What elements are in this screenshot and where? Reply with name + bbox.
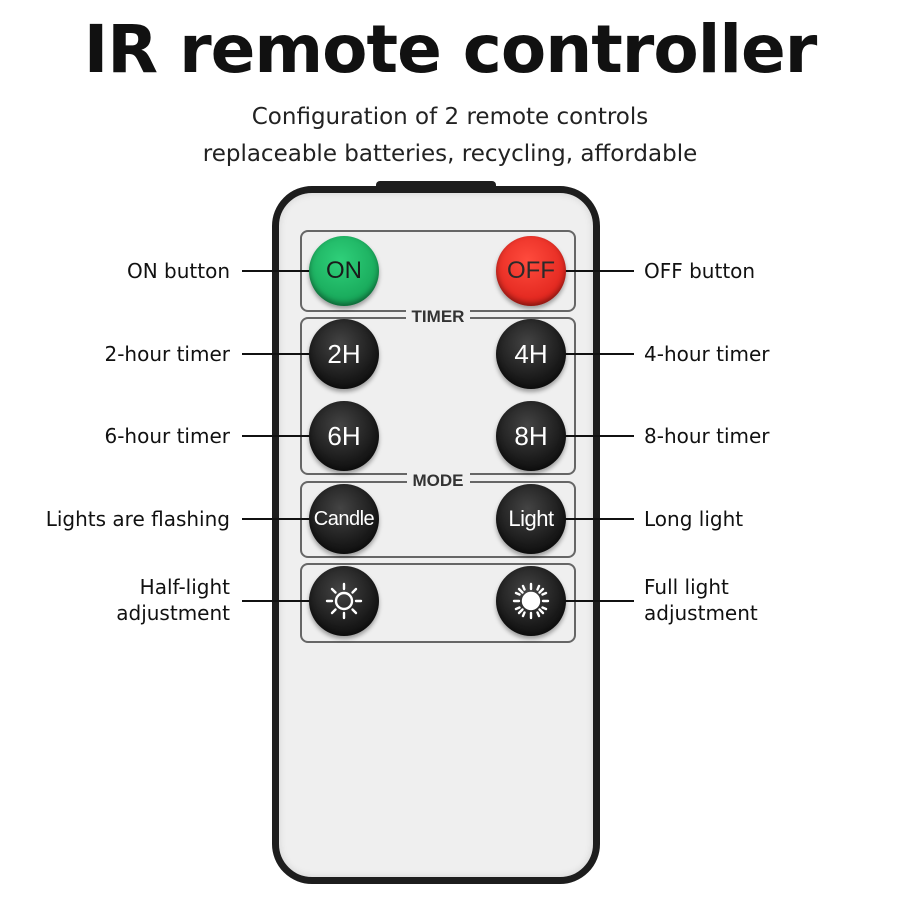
candle-mode-button[interactable]: Candle bbox=[309, 484, 379, 554]
timer-6h-label: 6H bbox=[327, 420, 361, 451]
full-light-button[interactable] bbox=[496, 566, 566, 636]
leader-8h bbox=[548, 435, 634, 437]
label-6h-timer: 6-hour timer bbox=[104, 424, 230, 448]
page-title: IR remote controller bbox=[83, 11, 818, 88]
label-full-light-line2: adjustment bbox=[644, 601, 758, 625]
remote-top-notch bbox=[376, 181, 496, 189]
label-half-light: Half-light adjustment bbox=[116, 574, 230, 626]
leader-half bbox=[242, 600, 322, 602]
leader-2h bbox=[242, 353, 322, 355]
timer-8h-label: 8H bbox=[514, 420, 548, 451]
off-button-label: OFF bbox=[507, 257, 555, 284]
leader-off bbox=[548, 270, 634, 272]
leader-light bbox=[548, 518, 634, 520]
leader-candle bbox=[242, 518, 322, 520]
label-on-button: ON button bbox=[126, 259, 230, 283]
label-4h-timer: 4-hour timer bbox=[644, 342, 770, 366]
light-mode-button[interactable]: Light bbox=[496, 484, 566, 554]
sun-filled-icon bbox=[512, 582, 550, 620]
timer-6h-button[interactable]: 6H bbox=[309, 401, 379, 471]
leader-on bbox=[242, 270, 322, 272]
label-8h-timer: 8-hour timer bbox=[644, 424, 770, 448]
timer-4h-label: 4H bbox=[514, 338, 548, 369]
label-long-light: Long light bbox=[644, 507, 744, 531]
on-button[interactable]: ON bbox=[309, 236, 379, 306]
leader-full bbox=[548, 600, 634, 602]
subtitle-line-2: replaceable batteries, recycling, afford… bbox=[202, 141, 698, 167]
candle-button-label: Candle bbox=[313, 507, 375, 530]
label-half-light-line2: adjustment bbox=[116, 601, 230, 625]
label-off-button: OFF button bbox=[644, 259, 756, 283]
mode-label: MODE bbox=[406, 471, 470, 490]
subtitle-line-1: Configuration of 2 remote controls bbox=[251, 104, 649, 130]
leader-6h bbox=[242, 435, 322, 437]
label-half-light-line1: Half-light bbox=[139, 575, 230, 599]
timer-label: TIMER bbox=[405, 307, 471, 326]
brightness-panel bbox=[300, 563, 576, 643]
off-button[interactable]: OFF bbox=[496, 236, 566, 306]
timer-4h-button[interactable]: 4H bbox=[496, 319, 566, 389]
timer-8h-button[interactable]: 8H bbox=[496, 401, 566, 471]
sun-outline-icon bbox=[325, 582, 363, 620]
label-full-light: Full light adjustment bbox=[644, 574, 758, 626]
half-light-button[interactable] bbox=[309, 566, 379, 636]
label-candle: Lights are flashing bbox=[45, 507, 230, 531]
on-button-label: ON bbox=[326, 257, 362, 284]
label-2h-timer: 2-hour timer bbox=[104, 342, 230, 366]
label-full-light-line1: Full light bbox=[644, 575, 729, 599]
leader-4h bbox=[548, 353, 634, 355]
timer-2h-button[interactable]: 2H bbox=[309, 319, 379, 389]
light-button-label: Light bbox=[508, 506, 554, 531]
timer-2h-label: 2H bbox=[327, 338, 361, 369]
